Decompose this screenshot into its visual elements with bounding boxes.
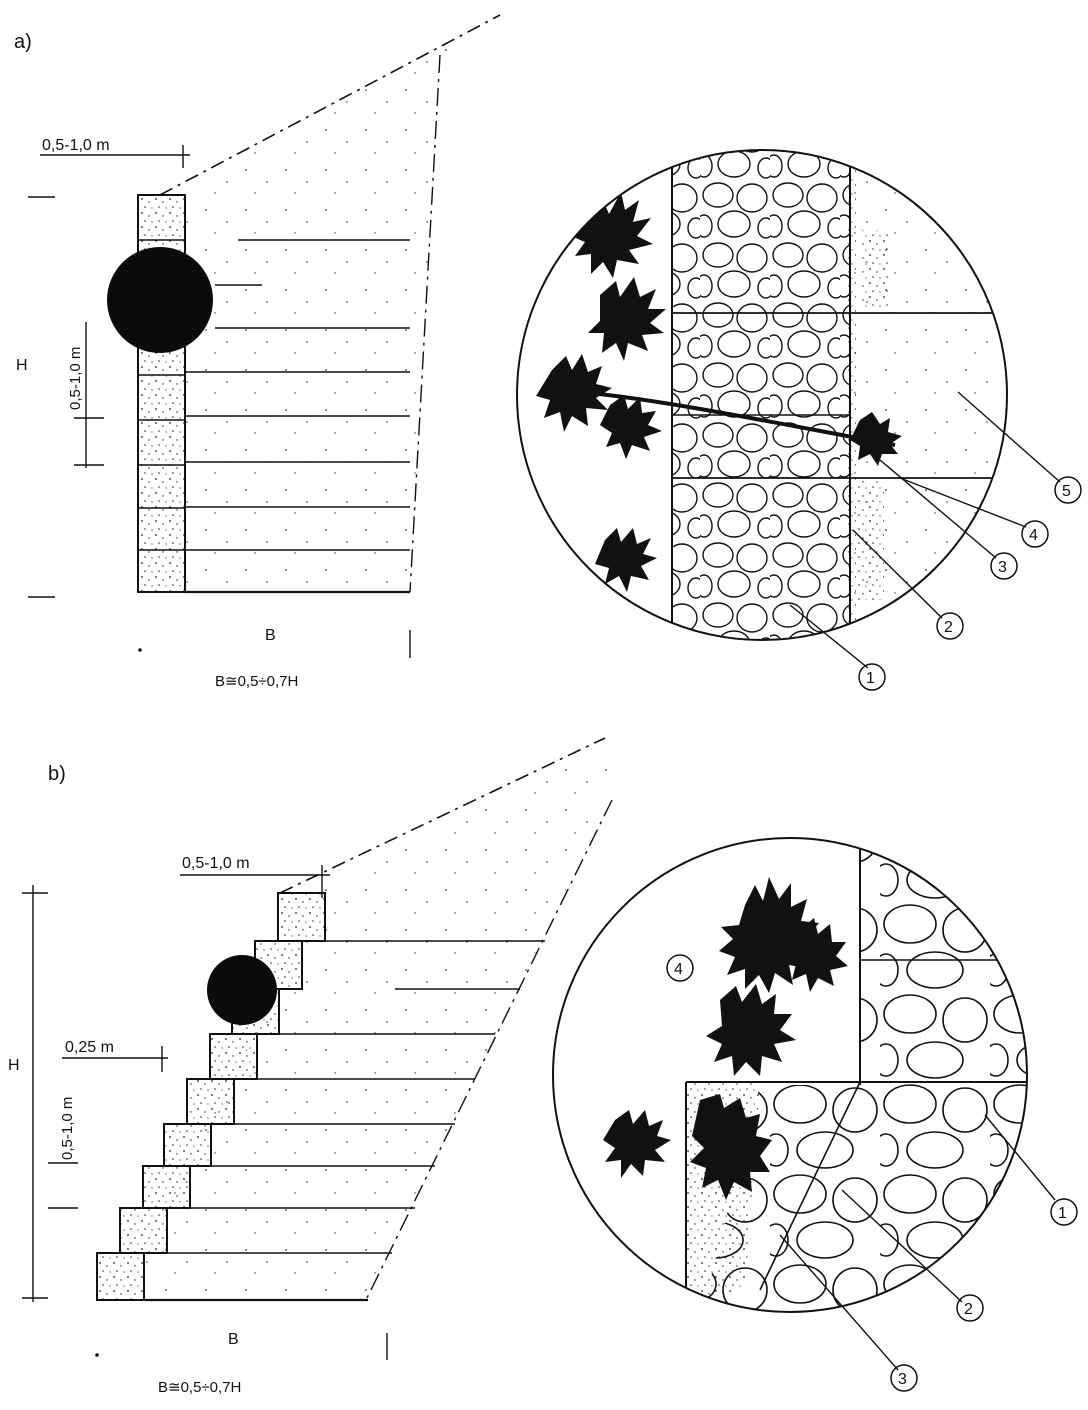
- panel-b-dim-top-label: 0,5-1,0 m: [182, 855, 250, 872]
- panel-b-formula: B≅0,5÷0,7H: [158, 1379, 241, 1396]
- panel-b-detail-view: [552, 837, 1028, 1313]
- panel-a-dim-top: 0,5-1,0 m: [40, 137, 190, 168]
- panel-a-reinforcement-layers: [185, 239, 410, 594]
- panel-b-dim-top: 0,5-1,0 m: [180, 855, 330, 898]
- panel-a-label: a): [14, 31, 32, 53]
- panel-a-height-label: H: [16, 357, 28, 374]
- panel-a-dim-height: H: [16, 196, 55, 598]
- callout-b-4: 4: [674, 961, 683, 978]
- callout-a-5: 5: [1062, 483, 1071, 500]
- panel-b-dim-step-label: 0,25 m: [65, 1039, 114, 1056]
- callout-a-4: 4: [1029, 527, 1038, 544]
- panel-a-backfill: [159, 14, 501, 593]
- callout-a-2: 2: [944, 619, 953, 636]
- panel-b-dim-layer: 0,5-1,0 m: [48, 1097, 78, 1209]
- panel-a-callouts: 1 2 3 4 5: [789, 391, 1082, 691]
- vegetation-icon: [603, 877, 848, 1200]
- callout-a-1: 1: [866, 670, 875, 687]
- callout-a-3: 3: [998, 559, 1007, 576]
- panel-b-reinforcement-layers: [144, 940, 545, 1302]
- panel-b-dim-base: B B≅0,5÷0,7H: [95, 1331, 388, 1396]
- vegetation-icon: [536, 192, 902, 592]
- panel-a-dim-layer: 0,5-1,0 m: [67, 322, 104, 468]
- callout-b-3: 3: [898, 1371, 907, 1388]
- callout-b-1: 1: [1058, 1205, 1067, 1222]
- panel-a-detail-marker: [107, 247, 213, 353]
- panel-b-dim-height: H: [8, 885, 48, 1302]
- panel-b-backfill: [145, 737, 613, 1303]
- panel-b-height-label: H: [8, 1057, 20, 1074]
- panel-b-base-label: B: [228, 1331, 239, 1348]
- panel-b: b): [8, 737, 1078, 1396]
- panel-a-formula: B≅0,5÷0,7H: [215, 673, 298, 690]
- panel-b-dim-step: 0,25 m: [62, 1039, 168, 1072]
- panel-a-base-label: B: [265, 627, 276, 644]
- panel-a-dim-base: B B≅0,5÷0,7H: [138, 627, 411, 690]
- callout-b-2: 2: [964, 1301, 973, 1318]
- panel-a: a): [14, 14, 1082, 691]
- panel-a-detail-view: [516, 149, 1008, 641]
- panel-a-dim-layer-label: 0,5-1,0 m: [67, 347, 84, 410]
- panel-a-dim-top-label: 0,5-1,0 m: [42, 137, 110, 154]
- panel-b-dim-layer-label: 0,5-1,0 m: [59, 1097, 76, 1160]
- panel-b-callouts: 1 2 3 4: [666, 954, 1078, 1392]
- panel-b-detail-marker: [207, 955, 277, 1025]
- panel-b-label: b): [48, 763, 66, 785]
